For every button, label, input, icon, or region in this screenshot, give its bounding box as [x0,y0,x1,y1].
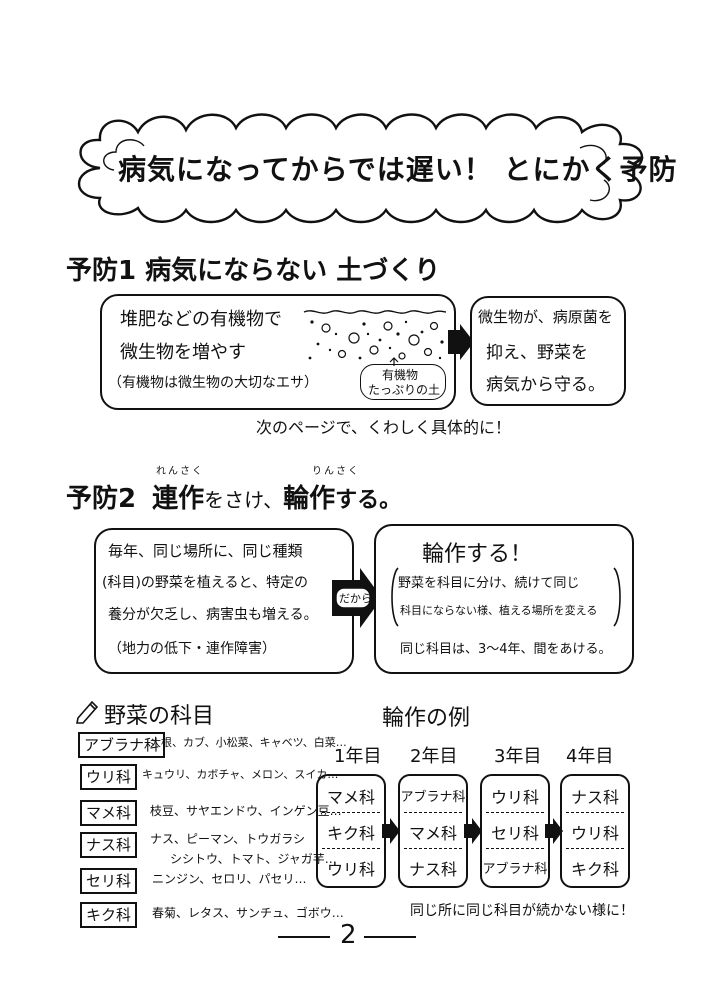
section2-heading-suffix: する。 [335,488,402,513]
page-number: 2 [340,920,357,950]
rotation-divider [322,812,380,813]
kamoku-items-uri: キュウリ、カボチャ、メロン、スイカ… [142,768,339,781]
rotation-divider [566,812,624,813]
soil-label-pill [360,364,446,400]
cloud-banner-frame [77,113,644,224]
rotation-column-3: ウリ科 セリ科 アブラナ科 [480,774,550,888]
kamoku-label-mame: マメ科 [80,800,138,826]
rotation-divider [486,848,544,849]
kamoku-label-aburana: アブラナ科 [78,732,166,758]
section2-heading-word2: 輪作 [283,484,336,514]
section2-right-title: 輪作する！ [422,542,533,567]
rotation-cell-4-1: ナス科 [570,788,619,807]
section1-left-note: （有機物は微生物の大切なエサ） [108,375,318,391]
year-label-1: 1年目 [334,746,382,767]
rotation-cell-3-3: アブラナ科 [482,862,548,877]
ruby-rinsaku: りんさく [312,466,360,477]
section2-right-line2: 科目にならない様、植える場所を変える [400,604,598,617]
kamoku-items-nasu-cont: シシトウ、トマト、ジャガ芋… [170,852,337,866]
rotation-cell-4-3: キク科 [570,860,619,879]
ruby-renzaku: れんさく [156,466,204,477]
rotation-arrow-3 [545,818,563,844]
kamoku-label-uri: ウリ科 [80,764,138,790]
section1-arrow [448,324,474,360]
rotation-footer-note: 同じ所に同じ科目が続かない様に！ [410,903,634,919]
rotation-cell-3-1: ウリ科 [490,788,539,807]
next-page-note: 次のページで、くわしく具体的に！ [256,418,512,437]
section1-right-line1: 微生物が、病原菌を [478,308,613,326]
rotation-cell-1-3: ウリ科 [326,860,375,879]
pencil-icon [76,700,99,724]
banner-title: 病気になってからでは遅い！ とにかく予防 [118,153,678,186]
kamoku-label-nasu: ナス科 [80,832,138,858]
section2-left-line3: 養分が欠乏し、病害虫も増える。 [108,607,318,623]
rotation-cell-2-2: マメ科 [408,824,457,843]
section2-right-line3: 同じ科目は、3〜4年、間をあける。 [400,642,612,657]
section2-left-line1: 毎年、同じ場所に、同じ種類 [108,542,303,560]
rotation-divider [322,848,380,849]
section1-right-box [470,296,626,406]
page-number-rule-right [364,936,416,938]
kamoku-label-kiku: キク科 [80,902,138,928]
section1-left-line1: 堆肥などの有機物で [120,309,282,330]
rotation-divider [404,848,462,849]
rotation-column-1: マメ科 キク科 ウリ科 [316,774,386,888]
year-label-3: 3年目 [494,746,542,767]
soil-label-line1: 有機物 [382,368,419,382]
kamoku-items-mame: 枝豆、サヤエンドウ、インゲン豆… [150,804,342,818]
section2-heading: 予防2 連作をさけ、輪作する。 [66,478,401,515]
section2-right-box [374,524,634,674]
rotation-cell-1-2: キク科 [326,824,375,843]
rotation-arrow-2 [464,818,482,844]
section2-arrow-label: だから [339,592,372,605]
section2-right-bracket [391,567,621,627]
page-number-rule-left [278,936,330,938]
year-label-4: 4年目 [566,746,614,767]
kamoku-items-kiku: 春菊、レタス、サンチュ、ゴボウ… [152,906,344,920]
rotation-cell-2-1: アブラナ科 [400,790,466,805]
section2-heading-prefix: 予防2 [66,484,137,514]
rotation-title: 輪作の例 [382,706,471,731]
section1-right-line3: 病気から守る。 [486,375,605,395]
rotation-divider [566,848,624,849]
section2-arrow [332,568,382,628]
kamoku-title: 野菜の科目 [104,704,215,729]
soil-label-line2: たっぷりの土 [368,383,441,397]
section1-heading: 予防1 病気にならない 土づくり [66,256,441,286]
kamoku-items-nasu: ナス、ピーマン、トウガラシ [150,832,306,846]
rotation-cell-3-2: セリ科 [490,824,539,843]
section2-right-line1: 野菜を科目に分け、続けて同じ [398,576,580,591]
rotation-arrow-1 [382,818,400,844]
rotation-divider [404,812,462,813]
section2-heading-mid: をさけ、 [204,488,284,512]
rotation-cell-2-3: ナス科 [408,860,457,879]
section1-left-box [100,294,456,410]
kamoku-items-seri: ニンジン、セロリ、パセリ… [152,872,307,886]
kamoku-label-seri: セリ科 [80,868,138,894]
rotation-column-4: ナス科 ウリ科 キク科 [560,774,630,888]
section1-right-line2: 抑え、野菜を [486,343,588,363]
rotation-cell-4-2: ウリ科 [570,824,619,843]
rotation-cell-1-1: マメ科 [326,788,375,807]
rotation-column-2: アブラナ科 マメ科 ナス科 [398,774,468,888]
section2-left-note: （地力の低下・連作障害） [108,641,276,657]
year-label-2: 2年目 [410,746,458,767]
microbe-soil-illustration [303,310,447,366]
rotation-divider [486,812,544,813]
section2-left-line2: (科目)の野菜を植えると、特定の [102,575,308,591]
kamoku-items-aburana: 大根、カブ、小松菜、キャベツ、白菜… [150,736,347,749]
section1-left-line2: 微生物を増やす [120,342,246,363]
section2-heading-word1: 連作 [152,484,205,514]
